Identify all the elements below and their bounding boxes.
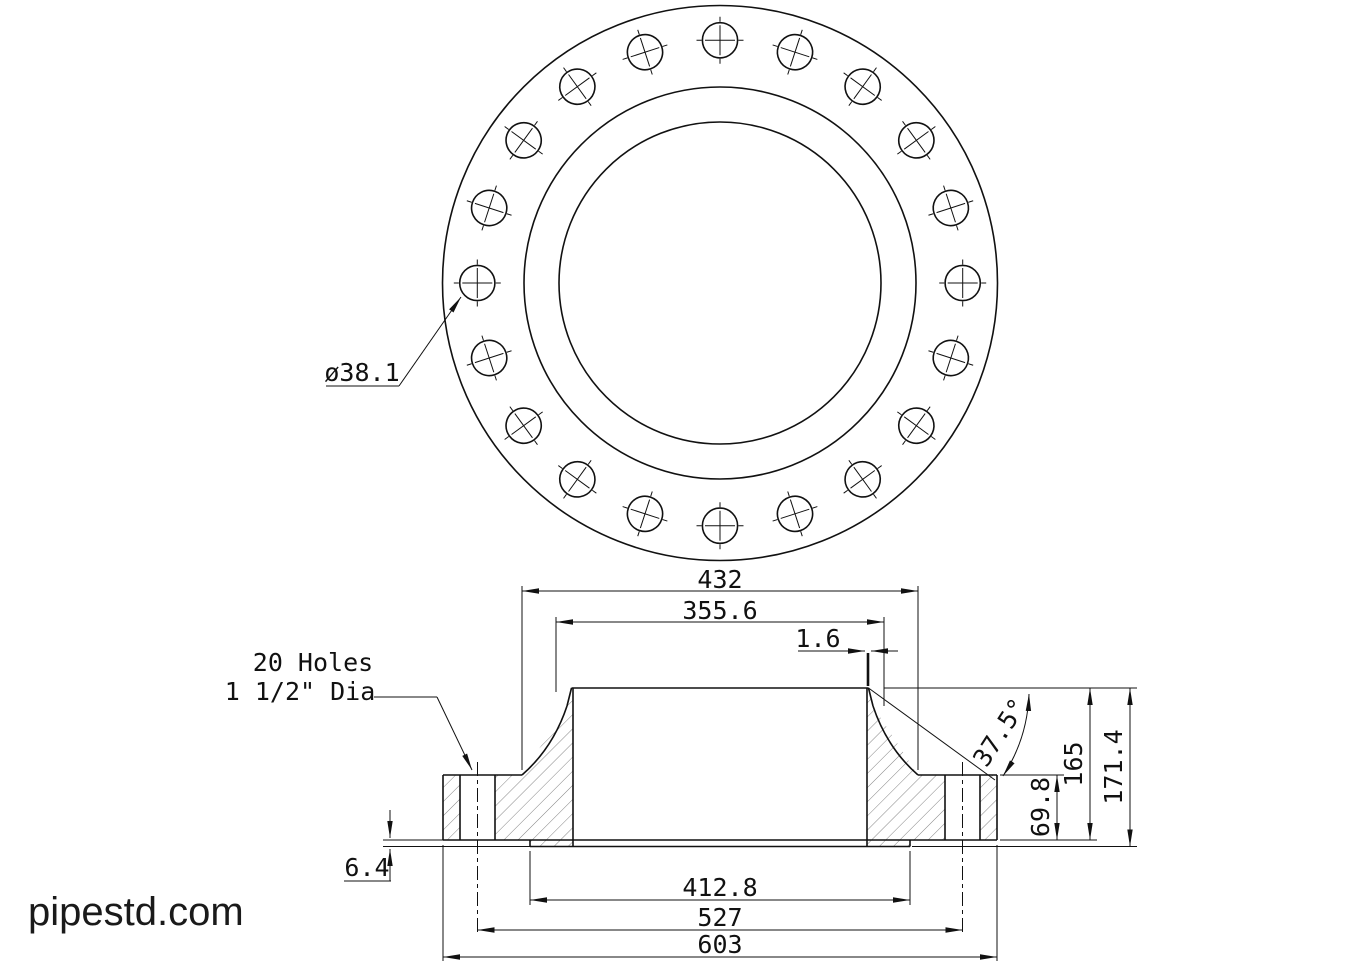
flange-top-view: ø38.1 bbox=[324, 4, 999, 562]
hub-slope-right bbox=[872, 705, 919, 776]
section-hatching bbox=[443, 688, 997, 847]
bolt-hole-dia-label: ø38.1 bbox=[324, 358, 399, 387]
dim-weld-land: 1.6 bbox=[795, 624, 898, 686]
bolt-hole bbox=[622, 491, 668, 537]
flange-section-view: 432 355.6 1.6 20 Holes 1 1/2" Dia 37 bbox=[225, 565, 1137, 961]
dim-text-69-8: 69.8 bbox=[1026, 777, 1055, 837]
dim-text-603: 603 bbox=[697, 930, 742, 959]
bolt-hole bbox=[558, 460, 597, 499]
weld-bevel-right bbox=[867, 687, 874, 707]
bolt-hole bbox=[772, 491, 818, 537]
holes-note: 20 Holes 1 1/2" Dia bbox=[225, 648, 473, 771]
dim-right-stack: 69.8 165 171.4 bbox=[884, 687, 1137, 847]
bolt-hole bbox=[843, 67, 882, 106]
dim-text-355-6: 355.6 bbox=[682, 596, 757, 625]
bolt-hole bbox=[622, 29, 668, 75]
dim-raised-face-height: 6.4 bbox=[344, 810, 532, 882]
watermark-text: pipestd.com bbox=[28, 890, 244, 934]
hub-top-circle bbox=[558, 121, 882, 445]
bolt-hole bbox=[504, 121, 543, 160]
hub-base-circle bbox=[523, 86, 917, 480]
dim-weld-end-dia: 355.6 bbox=[555, 596, 885, 706]
dim-hub-base-dia: 432 bbox=[521, 565, 919, 770]
weld-bevel-left bbox=[566, 687, 573, 707]
hub-slope-left bbox=[521, 705, 568, 776]
dim-text-527: 527 bbox=[697, 903, 742, 932]
dim-text-432: 432 bbox=[697, 565, 742, 594]
bolt-hole bbox=[453, 259, 501, 307]
bolt-hole bbox=[696, 502, 744, 550]
bolt-hole bbox=[928, 185, 974, 231]
bolt-hole-dia-callout: ø38.1 bbox=[324, 296, 462, 387]
bolt-hole bbox=[843, 460, 882, 499]
dim-text-1-6: 1.6 bbox=[795, 624, 840, 653]
bolt-hole bbox=[772, 29, 818, 75]
bolt-hole bbox=[504, 406, 543, 445]
holes-size-label: 1 1/2" Dia bbox=[225, 677, 376, 706]
bolt-hole bbox=[466, 185, 512, 231]
holes-count-label: 20 Holes bbox=[253, 648, 373, 677]
dim-outside-dia: 603 bbox=[442, 845, 998, 961]
dim-text-6-4: 6.4 bbox=[344, 853, 389, 882]
dim-bolt-circle-dia: 527 bbox=[477, 903, 963, 933]
bolt-hole bbox=[928, 335, 974, 381]
dim-raised-face-dia: 412.8 bbox=[529, 851, 911, 905]
bolt-hole bbox=[558, 67, 597, 106]
flange-od-circle bbox=[441, 4, 999, 562]
section-profile bbox=[442, 687, 998, 934]
dim-text-165: 165 bbox=[1059, 741, 1088, 786]
bolt-hole bbox=[897, 121, 936, 160]
bolt-hole bbox=[696, 16, 744, 64]
dim-text-412-8: 412.8 bbox=[682, 873, 757, 902]
bolt-hole bbox=[939, 259, 987, 307]
bolt-hole-array bbox=[453, 16, 987, 550]
bolt-hole bbox=[466, 335, 512, 381]
leader-arrow bbox=[398, 296, 462, 387]
bolt-hole bbox=[897, 406, 936, 445]
dim-text-171-4: 171.4 bbox=[1099, 729, 1128, 804]
